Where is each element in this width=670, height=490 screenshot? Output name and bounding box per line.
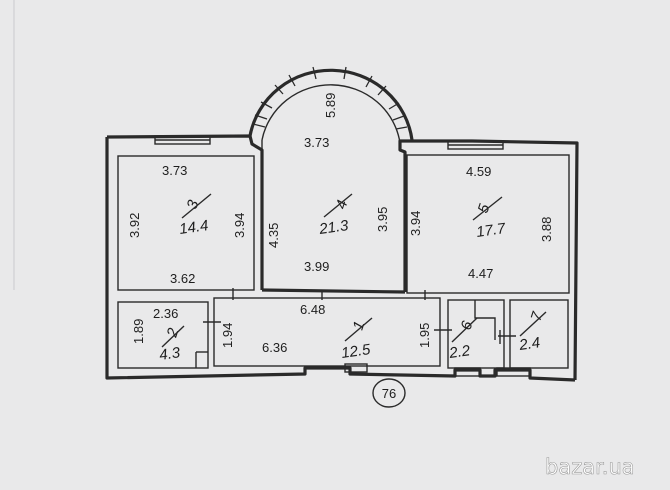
svg-text:2.4: 2.4 [517,334,541,354]
windows [154,135,531,377]
room-2: 2.36 1.89 2 4.3 [131,306,185,364]
svg-text:4: 4 [333,198,352,211]
svg-text:21.3: 21.3 [317,217,350,238]
svg-text:6.48: 6.48 [300,302,325,317]
svg-text:4.3: 4.3 [158,344,182,364]
svg-text:1.94: 1.94 [220,323,235,348]
svg-text:1.95: 1.95 [417,323,432,348]
svg-text:3.94: 3.94 [408,211,423,236]
svg-text:3.99: 3.99 [304,259,329,274]
room-4: 5.89 3.73 4.35 3.95 3.99 4 21.3 [266,93,390,274]
svg-text:2: 2 [163,325,182,340]
room-7: 7 2.4 [517,309,546,354]
bay-window-arch [248,66,414,150]
lower-walls [117,288,569,369]
room-1: 6.48 1.94 6.36 1.95 1 12.5 [220,302,432,362]
svg-text:6.36: 6.36 [262,340,287,355]
watermark: bazar.ua [545,455,635,479]
svg-text:1: 1 [350,319,369,332]
svg-text:3.73: 3.73 [304,135,329,150]
svg-text:3.95: 3.95 [375,207,390,232]
room-5-outline [406,154,570,294]
svg-text:3.94: 3.94 [232,213,247,238]
room-6: 6 2.2 [447,317,478,362]
room-5: 4.59 3.94 3.88 4.47 5 17.7 [408,164,554,281]
svg-text:2.2: 2.2 [447,342,472,362]
svg-text:12.5: 12.5 [340,341,372,362]
room-3-outline [117,155,255,291]
svg-text:14.4: 14.4 [178,217,209,238]
apartment-number-badge: 76 [372,378,406,408]
svg-text:2.36: 2.36 [153,306,178,321]
svg-text:5.89: 5.89 [323,93,338,118]
svg-text:3.92: 3.92 [127,213,142,238]
svg-text:7: 7 [528,309,547,323]
svg-text:1.89: 1.89 [131,319,146,344]
svg-text:76: 76 [382,386,396,401]
room-3: 3.73 3.92 3.94 3.62 3 14.4 [127,163,247,286]
svg-text:5: 5 [475,201,494,215]
svg-text:4.59: 4.59 [466,164,491,179]
svg-text:3.88: 3.88 [539,217,554,242]
svg-text:17.7: 17.7 [475,220,507,241]
svg-text:3.62: 3.62 [170,271,195,286]
svg-text:3.73: 3.73 [162,163,187,178]
svg-text:4.47: 4.47 [468,266,493,281]
svg-text:4.35: 4.35 [266,223,281,248]
